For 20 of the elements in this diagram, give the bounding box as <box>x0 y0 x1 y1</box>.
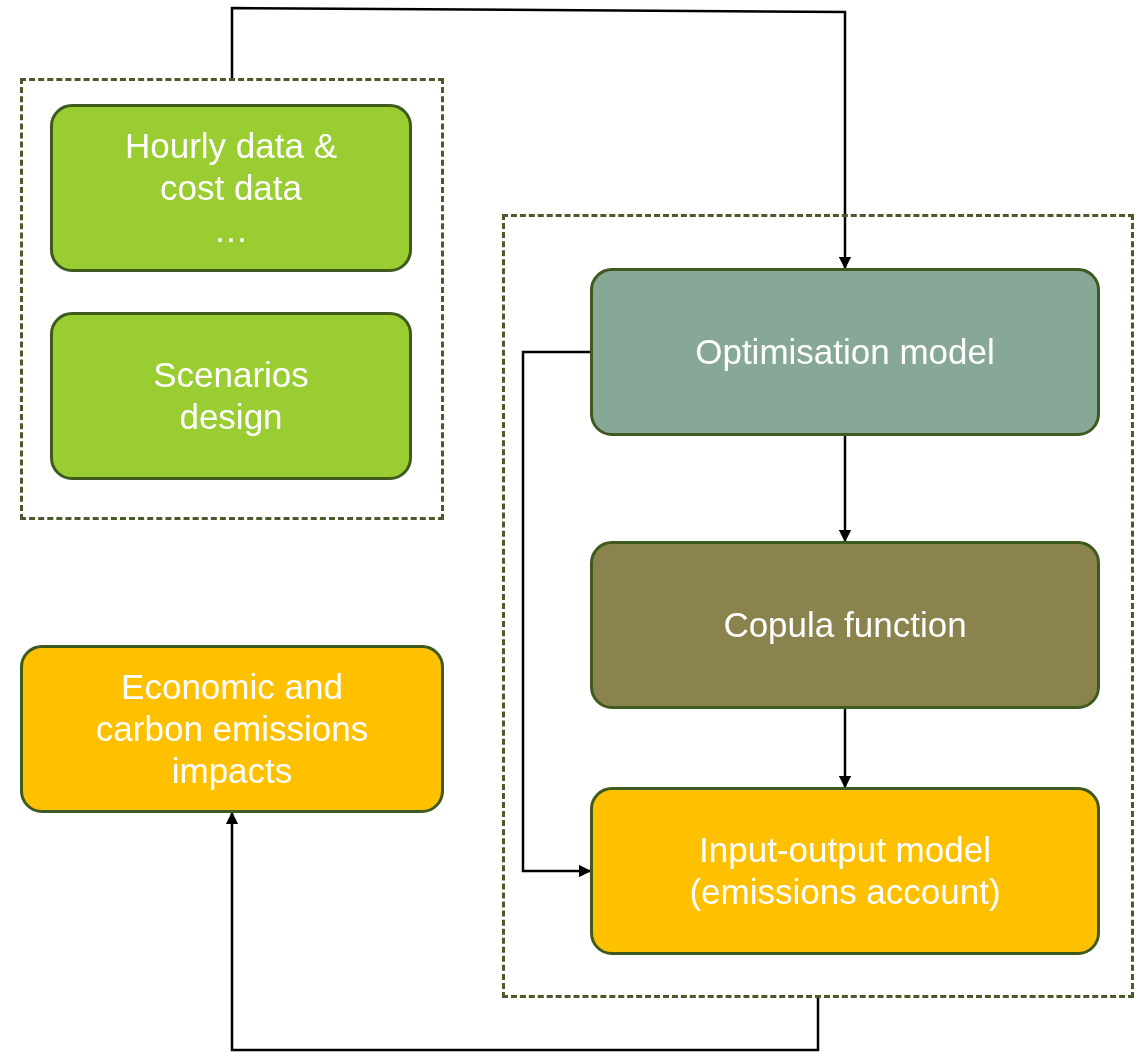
arrow <box>838 709 852 789</box>
box-label: Copula function <box>723 604 967 646</box>
process-box <box>20 645 444 813</box>
box-label: Input-output model (emissions account) <box>688 829 1002 913</box>
dashed-group-frame <box>20 78 444 520</box>
box-label: Economic and carbon emissions impacts <box>94 666 370 792</box>
process-box <box>590 787 1100 955</box>
box-label: Scenarios design <box>152 354 310 438</box>
process-box <box>590 268 1100 436</box>
process-box <box>50 312 412 480</box>
arrow <box>230 6 852 270</box>
box-label: Optimisation model <box>695 331 995 373</box>
arrow <box>521 350 592 878</box>
box-label: Hourly data & cost data <box>123 125 339 209</box>
process-box <box>590 541 1100 709</box>
arrow <box>838 436 852 543</box>
arrow <box>225 811 820 1052</box>
process-box <box>50 104 412 272</box>
dashed-group-frame <box>502 214 1134 998</box>
box-label: … <box>213 209 249 251</box>
